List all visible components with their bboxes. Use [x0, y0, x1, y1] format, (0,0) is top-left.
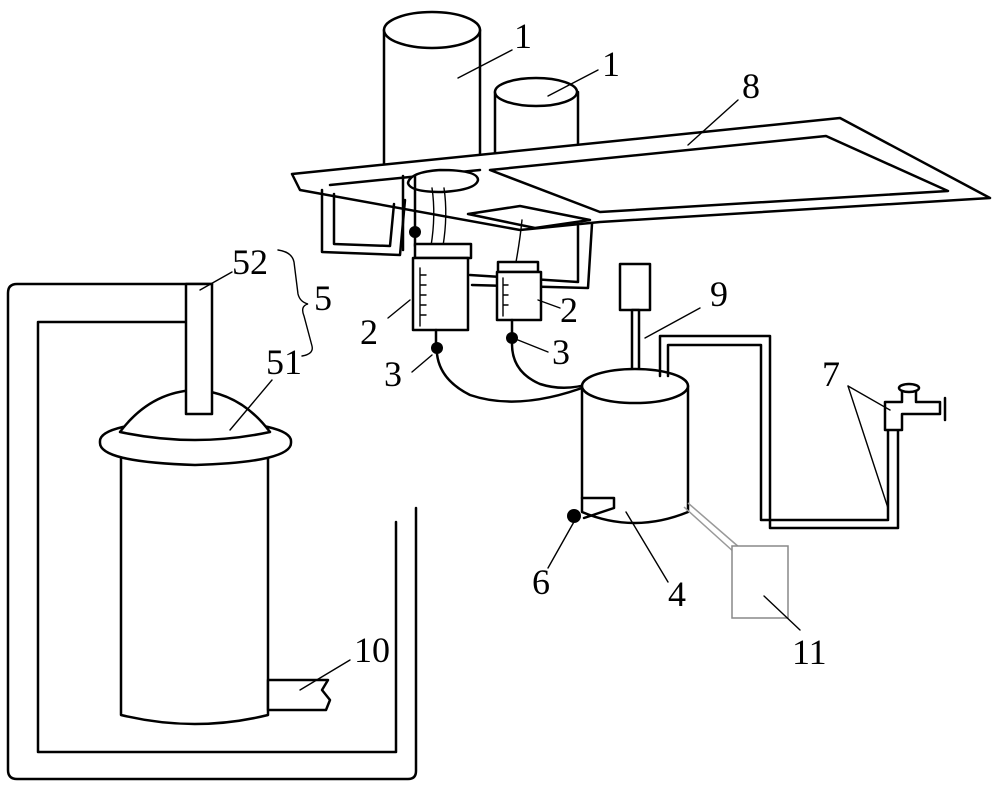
leader-meter-left [387, 299, 411, 319]
return-pipe-outer [6, 282, 418, 781]
frame-ring [406, 168, 480, 194]
label-stirrer: 9 [710, 274, 728, 314]
exhaust-pipe [184, 282, 214, 416]
hose-left [435, 352, 592, 403]
leader-meter-right [537, 299, 561, 309]
label-vessel: 4 [668, 574, 686, 614]
bottom-valve [567, 509, 581, 523]
leader-bottom-valve [547, 519, 576, 569]
tank-a-top [382, 10, 482, 50]
meter-left-head [413, 242, 473, 260]
leader-control-box [763, 595, 801, 631]
stirrer-motor [618, 262, 652, 312]
reactor-body [119, 448, 270, 726]
vessel-top [580, 367, 690, 405]
label-tank-a: 1 [514, 16, 532, 56]
meter-left-knob [409, 226, 421, 238]
water-pipe-outer [658, 334, 900, 530]
meter-right-head [496, 260, 540, 274]
vessel-body [580, 384, 690, 525]
leader-tank-b [547, 69, 599, 97]
label-faucet: 7 [822, 354, 840, 394]
valve-left [431, 342, 443, 354]
label-exhaust: 52 [232, 242, 268, 282]
drain-pipe [580, 496, 616, 520]
control-box [731, 545, 789, 619]
meter-right-body [495, 270, 543, 322]
frame-inner-plate [466, 204, 592, 230]
label-meter-left: 2 [360, 312, 378, 352]
frame-panel-hole [488, 134, 950, 214]
wire-left-2 [442, 187, 447, 247]
leader-vessel [625, 511, 669, 583]
wire-right [515, 219, 523, 263]
return-pipe-inner [36, 320, 398, 754]
water-pipe-inner [666, 343, 890, 522]
meter-left-scale [419, 267, 427, 327]
label-outlet: 10 [354, 630, 390, 670]
control-cable [683, 502, 741, 554]
label-tank-b: 1 [602, 44, 620, 84]
leader-lid-dome [229, 379, 273, 431]
label-lid-dome: 51 [266, 342, 302, 382]
lid-group-brace [277, 249, 313, 357]
label-meter-right: 2 [560, 290, 578, 330]
label-control-box: 11 [792, 632, 827, 672]
leader-tank-a [457, 49, 513, 79]
leader-exhaust [199, 271, 233, 291]
leader-faucet-1 [847, 385, 891, 411]
tank-b-top [493, 76, 579, 108]
leader-valve-mid [517, 339, 549, 353]
faucet-handle [897, 382, 921, 394]
wire-left-1 [430, 187, 435, 247]
outlet-pipe [266, 678, 332, 712]
label-valve-mid: 3 [552, 332, 570, 372]
faucet-body [883, 388, 942, 432]
leader-faucet-2 [847, 385, 889, 509]
label-valve-left: 3 [384, 354, 402, 394]
hose-mid [510, 342, 594, 389]
label-bottom-valve: 6 [532, 562, 550, 602]
label-frame: 8 [742, 66, 760, 106]
leader-frame [687, 99, 739, 146]
valve-mid [506, 332, 518, 344]
meter-right-scale [502, 277, 509, 317]
meter-left-body [411, 256, 470, 332]
label-lid-group: 5 [314, 278, 332, 318]
leader-outlet [299, 659, 351, 691]
leader-valve-left [411, 354, 433, 373]
leader-stirrer [644, 307, 701, 339]
